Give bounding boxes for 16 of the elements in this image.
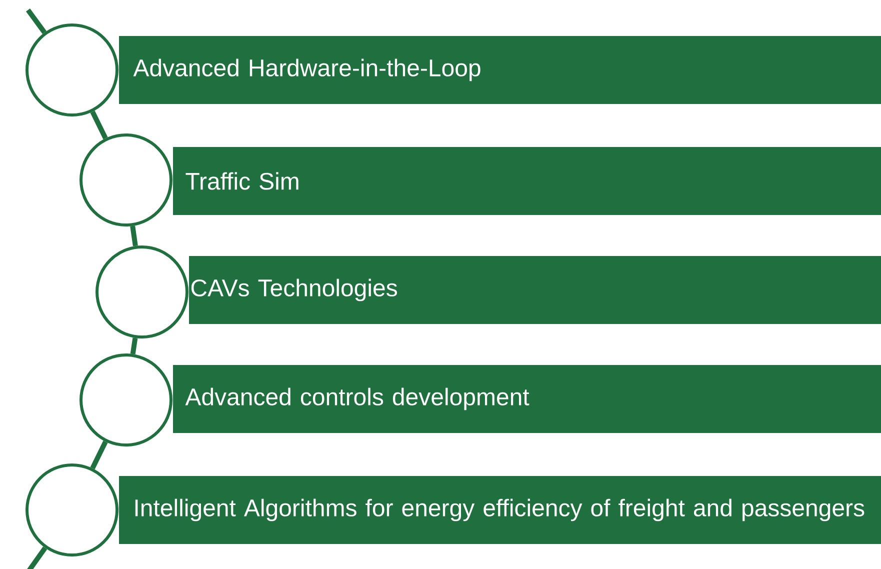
- connector-line: [90, 440, 108, 470]
- circle: [80, 133, 172, 226]
- text-bar: Advanced Hardware-in-the-Loop: [119, 36, 881, 104]
- connector-line: [26, 8, 47, 34]
- text-bar: Advanced controls development: [173, 364, 881, 433]
- circle: [26, 463, 118, 556]
- circle: [80, 353, 172, 446]
- text-bar: CAVs Technologies: [189, 256, 881, 324]
- connector-line: [26, 546, 48, 569]
- circle: [96, 246, 188, 338]
- text-bar: Traffic Sim: [173, 147, 881, 215]
- connector-line: [90, 110, 108, 140]
- text-bar: Intelligent Algorithms for energy efficiency of freight and passengers: [119, 476, 881, 544]
- connector-line: [130, 226, 138, 246]
- connector-line: [130, 338, 138, 354]
- circle: [26, 23, 118, 116]
